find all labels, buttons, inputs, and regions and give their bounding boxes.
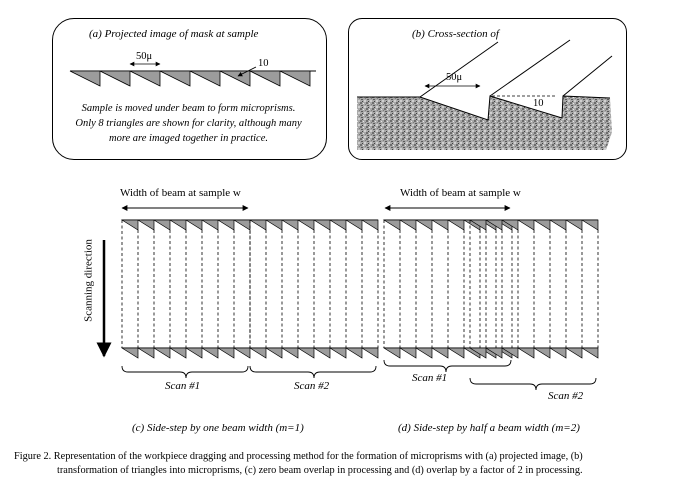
scanning-direction-label: Scanning direction — [82, 239, 95, 322]
prism-triangle-bottom — [248, 347, 267, 359]
panel-b-cross-section — [357, 39, 613, 150]
prism-triangle-top — [312, 219, 331, 231]
prism-triangle-bottom — [564, 347, 583, 359]
prism-triangle-bottom — [168, 347, 187, 359]
prism-triangle-top — [168, 219, 187, 231]
prism-triangle-bottom — [152, 347, 171, 359]
prism-triangle-bottom — [136, 347, 155, 359]
prism-triangle-top — [296, 219, 315, 231]
prism-triangle-top — [344, 219, 363, 231]
panel-c-caption: (c) Side-step by one beam width (m=1) — [132, 422, 304, 434]
prism-triangle-top — [414, 219, 433, 231]
prism-triangle-top — [500, 219, 519, 231]
panel-a-mask-triangles — [69, 61, 316, 87]
prism-triangle-bottom — [216, 347, 235, 359]
panel-d-caption: (d) Side-step by half a beam width (m=2) — [398, 422, 580, 434]
prism-triangle-bottom — [446, 347, 465, 359]
panel-c-scan1-label: Scan #1 — [165, 380, 201, 392]
prism-triangle-bottom — [532, 347, 551, 359]
panel-d-beam-label: Width of beam at sample w — [400, 187, 521, 199]
panel-c-beam-label: Width of beam at sample w — [120, 187, 241, 199]
prism-triangle-top — [398, 219, 417, 231]
panel-d-scan1-label: Scan #1 — [412, 372, 448, 384]
prism-triangle-top — [200, 219, 219, 231]
prism-triangle-bottom — [312, 347, 331, 359]
prism-triangle-top — [532, 219, 551, 231]
prism-triangle-top — [248, 219, 267, 231]
prism-triangle-bottom — [328, 347, 347, 359]
prism-triangle-top — [152, 219, 171, 231]
panel-b-title: (b) Cross-section of — [412, 28, 499, 40]
panel-a-caption-line2: Only 8 triangles are shown for clarity, … — [75, 118, 302, 129]
panel-a-angle-label: 10 — [258, 58, 269, 69]
panel-c-scan-braces — [121, 365, 377, 379]
prism-triangle-bottom — [280, 347, 299, 359]
panel-a-title: (a) Projected image of mask at sample — [89, 28, 259, 40]
prism-triangle-bottom — [360, 347, 379, 359]
figure-caption-line1: Figure 2. Representation of the workpiec… — [14, 451, 583, 462]
prism-triangle-bottom — [200, 347, 219, 359]
prism-triangle-top — [484, 219, 503, 231]
panel-d-scan2-label: Scan #2 — [548, 390, 584, 402]
prism-triangle-top — [328, 219, 347, 231]
panel-a-width-label: 50μ — [136, 51, 153, 62]
prism-triangle-top — [382, 219, 401, 231]
prism-triangle-bottom — [398, 347, 417, 359]
prism-triangle-bottom — [184, 347, 203, 359]
figure-caption-line2: transformation of triangles into micropr… — [57, 465, 583, 476]
prism-triangle-bottom — [580, 347, 599, 359]
prism-triangle-top — [136, 219, 155, 231]
prism-triangle-top — [446, 219, 465, 231]
panel-d-scan-tracks — [382, 219, 599, 359]
prism-triangle-bottom — [414, 347, 433, 359]
prism-triangle-top — [280, 219, 299, 231]
prism-triangle-top — [468, 219, 487, 231]
prism-triangle-bottom — [120, 347, 139, 359]
prism-triangle-top — [216, 219, 235, 231]
prism-triangle-top — [120, 219, 139, 231]
panel-d-scan-braces — [383, 359, 597, 391]
prism-triangle-bottom — [468, 347, 487, 359]
prism-triangle-bottom — [344, 347, 363, 359]
prism-triangle-bottom — [548, 347, 567, 359]
prism-triangle-bottom — [232, 347, 251, 359]
panel-b-width-label: 50μ — [446, 72, 463, 83]
prism-triangle-bottom — [500, 347, 519, 359]
prism-triangle-top — [184, 219, 203, 231]
prism-triangle-top — [232, 219, 251, 231]
panel-a-frame — [52, 18, 327, 160]
panel-b-angle-label: 10 — [533, 98, 544, 109]
prism-triangle-top — [564, 219, 583, 231]
panel-c-scan-tracks — [120, 219, 379, 359]
panel-a-caption-line3: more are imaged together in practice. — [108, 133, 269, 144]
panel-c-scan2-label: Scan #2 — [294, 380, 330, 392]
prism-triangle-top — [430, 219, 449, 231]
prism-triangle-top — [548, 219, 567, 231]
prism-triangle-bottom — [430, 347, 449, 359]
prism-triangle-top — [360, 219, 379, 231]
prism-triangle-top — [264, 219, 283, 231]
prism-triangle-top — [516, 219, 535, 231]
prism-triangle-bottom — [382, 347, 401, 359]
prism-triangle-bottom — [516, 347, 535, 359]
prism-triangle-bottom — [296, 347, 315, 359]
panel-a-caption-line1: Sample is moved under beam to form micro… — [81, 103, 296, 114]
prism-triangle-bottom — [264, 347, 283, 359]
prism-triangle-bottom — [484, 347, 503, 359]
prism-triangle-top — [580, 219, 599, 231]
